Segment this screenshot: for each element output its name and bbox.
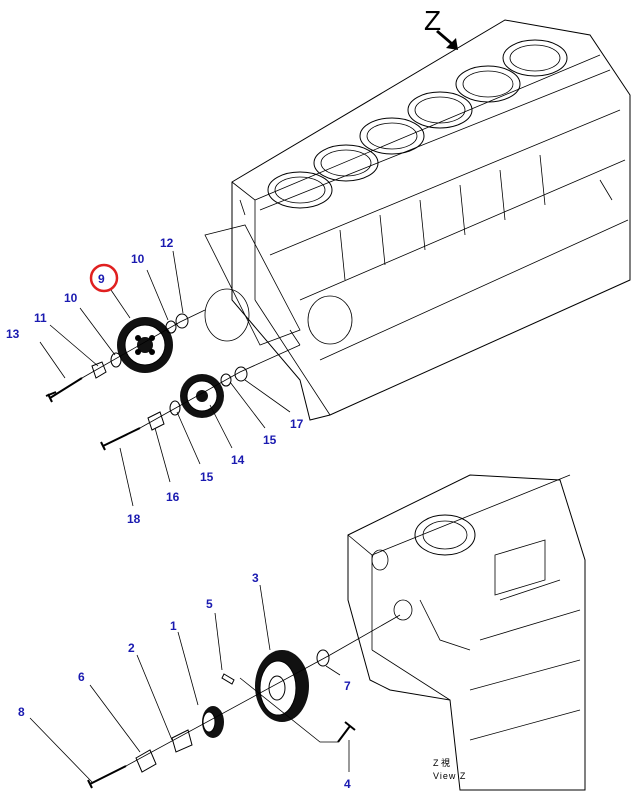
nut-11	[91, 361, 107, 379]
lower-leader-lines	[29, 584, 350, 783]
callout-1[interactable]: 1	[170, 619, 177, 633]
gear-9	[117, 317, 173, 373]
view-arrow-icon	[436, 30, 458, 50]
washer-17	[234, 366, 248, 382]
callout-9[interactable]: 9	[98, 272, 105, 286]
callout-11[interactable]: 11	[34, 311, 47, 325]
callout-13[interactable]: 13	[6, 327, 20, 341]
upper-engine-block	[204, 19, 631, 421]
ring-10-lower	[110, 352, 122, 368]
ring-10-upper	[165, 320, 177, 334]
callout-12[interactable]: 12	[160, 236, 174, 250]
bearing-1	[202, 706, 224, 738]
highlight-circle	[89, 263, 119, 293]
lower-exploded-parts	[87, 614, 401, 789]
view-caption-en: View Z	[433, 771, 466, 781]
callout-17[interactable]: 17	[290, 417, 304, 431]
upper-leader-lines	[39, 250, 291, 507]
callout-10-upper[interactable]: 10	[131, 252, 145, 266]
bolt-13	[45, 377, 83, 403]
lower-engine-block	[347, 474, 586, 791]
bolt-4	[337, 721, 356, 743]
callout-14[interactable]: 14	[231, 453, 245, 467]
callout-15-left[interactable]: 15	[200, 470, 214, 484]
callout-4[interactable]: 4	[344, 777, 351, 791]
callout-8[interactable]: 8	[18, 705, 25, 719]
callout-16[interactable]: 16	[166, 490, 180, 504]
bolt-18	[100, 427, 141, 451]
view-z-marker: Z	[424, 5, 441, 36]
callout-6[interactable]: 6	[78, 670, 85, 684]
callout-2[interactable]: 2	[128, 641, 135, 655]
bushing-2	[171, 729, 193, 753]
gear-14	[180, 374, 224, 418]
callout-7[interactable]: 7	[344, 679, 351, 693]
view-caption-jp: Z 視	[433, 757, 450, 768]
callout-3[interactable]: 3	[252, 571, 259, 585]
washer-12	[175, 313, 189, 329]
callout-10-lower[interactable]: 10	[64, 291, 78, 305]
pin-5	[221, 673, 235, 685]
callout-5[interactable]: 5	[206, 597, 213, 611]
part-6	[135, 749, 157, 773]
upper-exploded-parts	[45, 309, 301, 451]
callout-18[interactable]: 18	[127, 512, 141, 526]
ring-15-lower	[169, 400, 181, 416]
callout-15-right[interactable]: 15	[263, 433, 277, 447]
washer-7	[316, 649, 330, 667]
bushing-16	[147, 411, 165, 431]
ring-15-upper	[220, 373, 232, 387]
bolt-8	[87, 765, 127, 789]
